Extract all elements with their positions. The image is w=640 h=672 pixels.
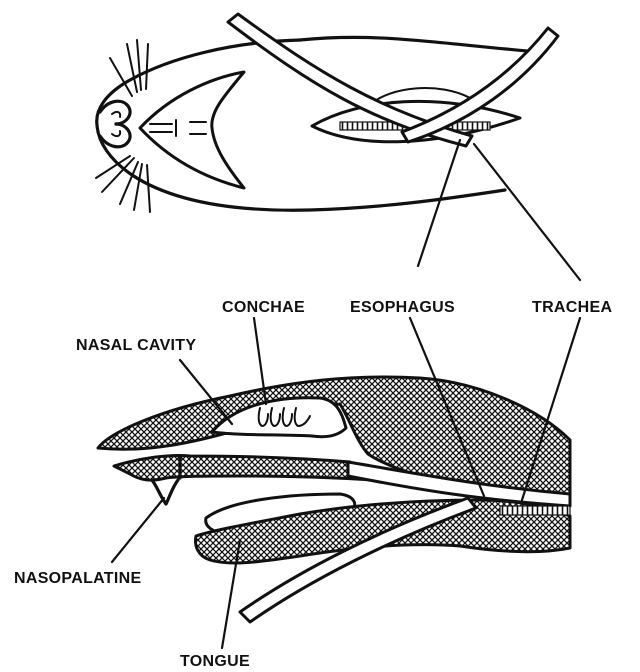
nasopalatine-notch <box>152 480 178 504</box>
nasal-roof <box>98 377 570 500</box>
label-conchae: CONCHAE <box>222 299 305 316</box>
head-outline-upper-edge <box>300 37 540 52</box>
ventral-head-view <box>96 14 558 212</box>
palate <box>140 72 244 188</box>
trachea-rings-bottom <box>500 506 570 515</box>
label-esophagus: ESOPHAGUS <box>350 299 455 316</box>
leader-nasopalatine <box>112 498 164 562</box>
label-tongue: TONGUE <box>180 653 250 670</box>
leader-esophagus-top <box>418 140 460 266</box>
label-nasal-cavity: NASAL CAVITY <box>76 337 196 354</box>
label-nasopalatine: NASOPALATINE <box>14 570 141 587</box>
leader-trachea-top <box>474 144 580 280</box>
hard-palate <box>114 455 374 480</box>
label-trachea: TRACHEA <box>532 299 612 316</box>
nose <box>100 101 130 147</box>
sagittal-section <box>98 377 570 622</box>
